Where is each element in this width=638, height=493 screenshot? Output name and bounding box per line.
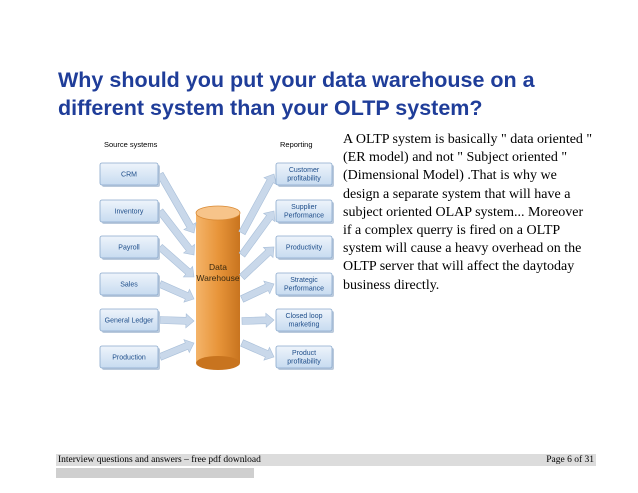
source-arrow [158, 339, 195, 361]
source-arrow [156, 208, 195, 256]
source-box: Payroll [99, 235, 160, 260]
warehouse-label-line1: Data [209, 262, 227, 272]
report-arrow [240, 280, 275, 303]
reporting-heading: Reporting [280, 140, 313, 149]
body-paragraph: A OLTP system is basically " data orient… [343, 132, 593, 293]
report-label-line2: marketing [289, 322, 320, 329]
source-box: Production [99, 345, 160, 370]
source-label: CRM [121, 172, 137, 179]
footer-underline [56, 468, 254, 478]
report-arrow [238, 173, 277, 236]
report-label: Closed loop [286, 313, 323, 320]
footer-bar [56, 454, 596, 466]
report-label-line2: Performance [284, 286, 324, 293]
reporting-list: CustomerprofitabilitySupplierPerformance… [275, 162, 334, 370]
page-number: Page 6 of 31 [546, 455, 594, 465]
report-arrow [239, 246, 275, 281]
report-box: Productivity [275, 235, 334, 260]
report-label: Supplier [291, 204, 317, 211]
source-label: General Ledger [105, 318, 154, 325]
source-box: CRM [99, 162, 160, 187]
report-label: Product [292, 350, 316, 357]
source-box: Sales [99, 272, 160, 297]
source-arrow [157, 243, 195, 278]
slide-title: Why should you put your data warehouse o… [58, 68, 535, 120]
source-systems-heading: Source systems [104, 140, 158, 149]
report-arrow [241, 312, 275, 328]
source-arrow [158, 280, 195, 303]
source-box: Inventory [99, 199, 160, 224]
source-label: Sales [120, 282, 138, 289]
data-warehouse-cylinder: Data Warehouse [195, 205, 241, 370]
source-label: Payroll [118, 245, 140, 252]
source-box: General Ledger [99, 308, 160, 333]
report-label-line2: profitability [287, 176, 321, 183]
source-arrow [156, 171, 197, 234]
source-label: Production [112, 355, 146, 362]
warehouse-label-line2: Warehouse [196, 273, 239, 283]
footer-left-text: Interview questions and answers – free p… [58, 455, 261, 465]
report-arrow [238, 210, 276, 258]
report-arrow [240, 339, 275, 361]
data-warehouse-diagram: Source systems Reporting Data Warehouse … [94, 133, 338, 383]
report-label: Customer [289, 167, 320, 174]
report-box: Product profitability [275, 345, 334, 370]
arrows-layer [156, 171, 277, 361]
report-box: Customer profitability [275, 162, 334, 187]
diagram-svg: Source systems Reporting Data Warehouse … [99, 140, 334, 370]
report-box: Closed loop marketing [275, 308, 334, 333]
source-label: Inventory [115, 209, 144, 216]
source-arrow [159, 313, 195, 329]
report-label-line2: profitability [287, 359, 321, 366]
report-label: Strategic [290, 277, 318, 284]
report-label-line2: Performance [284, 213, 324, 220]
report-label: Productivity [286, 245, 323, 252]
